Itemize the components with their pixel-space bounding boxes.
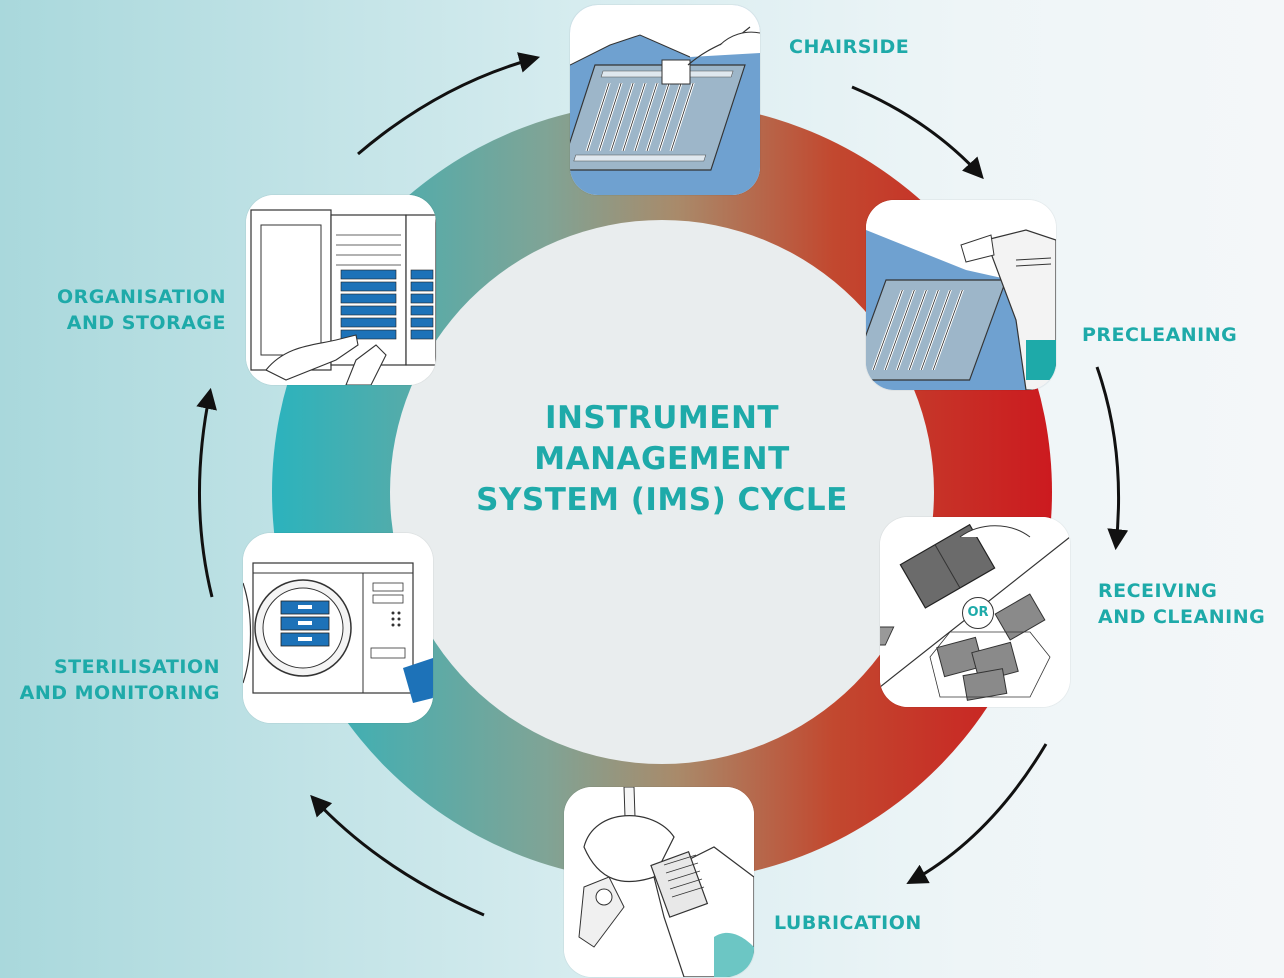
arrow-chairside-to-precleaning bbox=[851, 85, 984, 180]
step-label-receiving-cleaning: RECEIVING AND CLEANING bbox=[1098, 580, 1266, 628]
arrow-sterilisation-to-storage bbox=[196, 387, 217, 598]
step-label-sterilisation: STERILISATION AND MONITORING bbox=[19, 656, 220, 704]
arrow-receiving-to-lubrication bbox=[906, 743, 1048, 885]
step-label-lubrication: LUBRICATION bbox=[774, 912, 922, 934]
step-label-chairside: CHAIRSIDE bbox=[789, 36, 910, 58]
step-label-storage: ORGANISATION AND STORAGE bbox=[56, 286, 226, 334]
arrow-lubrication-to-sterilisation bbox=[310, 794, 485, 917]
diagram-title: INSTRUMENT MANAGEMENT SYSTEM (IMS) CYCLE bbox=[476, 400, 848, 518]
sterilisation-illustration bbox=[243, 533, 433, 723]
or-badge: OR bbox=[962, 597, 994, 629]
center-disc bbox=[390, 220, 934, 764]
arrow-precleaning-to-receiving bbox=[1095, 366, 1129, 551]
storage-illustration bbox=[246, 195, 436, 385]
receiving-cleaning-illustration: OR bbox=[880, 517, 1070, 707]
step-label-precleaning: PRECLEANING bbox=[1082, 324, 1238, 346]
chairside-illustration bbox=[570, 5, 760, 195]
lubrication-illustration bbox=[564, 787, 754, 977]
arrow-storage-to-chairside bbox=[357, 52, 541, 156]
precleaning-illustration bbox=[866, 200, 1056, 390]
